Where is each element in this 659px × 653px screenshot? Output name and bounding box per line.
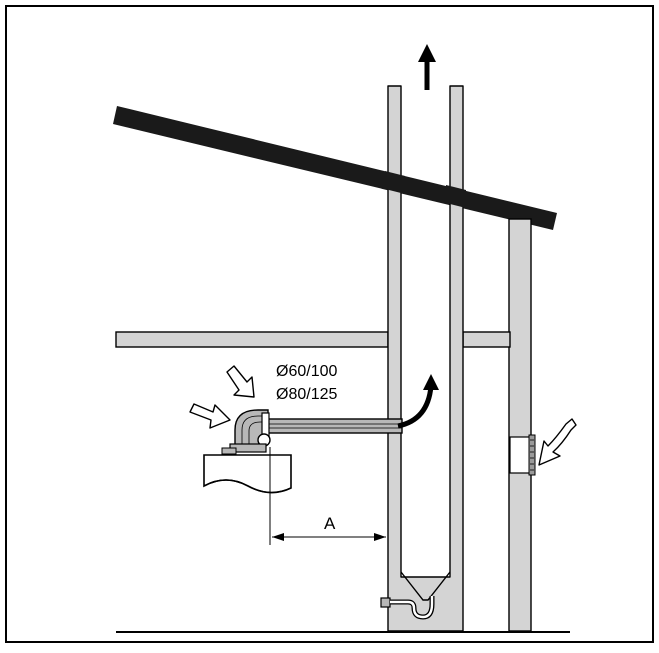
appliance-hatch — [203, 479, 292, 494]
siphon — [380, 596, 435, 620]
ceiling-slab-left — [115, 331, 389, 348]
exhaust-up-arrow — [418, 44, 436, 90]
dimension-a-label: A — [324, 514, 336, 533]
air-inlet-arrow-left — [189, 403, 231, 429]
roof-beam-overlay-2 — [446, 185, 466, 208]
air-inlet-arrow-top — [226, 365, 255, 398]
roof-beam — [113, 106, 557, 230]
fresh-air-arrow — [538, 418, 577, 466]
roof-beam-overlay — [385, 171, 405, 194]
support-post — [508, 218, 532, 632]
air-grille — [509, 434, 536, 476]
horizontal-flue-pipe — [267, 418, 403, 434]
ceiling-slab-right — [462, 331, 511, 348]
appliance-unit — [203, 454, 292, 494]
pipe-size-label-1: Ø60/100 — [276, 363, 337, 380]
diagram-frame — [5, 5, 654, 643]
condensate-collector — [400, 571, 451, 601]
dimension-a — [269, 447, 386, 545]
flue-elbow — [221, 409, 271, 455]
pipe-size-label-2: Ø80/125 — [276, 386, 337, 403]
chimney-shaft — [387, 85, 464, 632]
exhaust-outlet-arrow — [397, 374, 439, 429]
